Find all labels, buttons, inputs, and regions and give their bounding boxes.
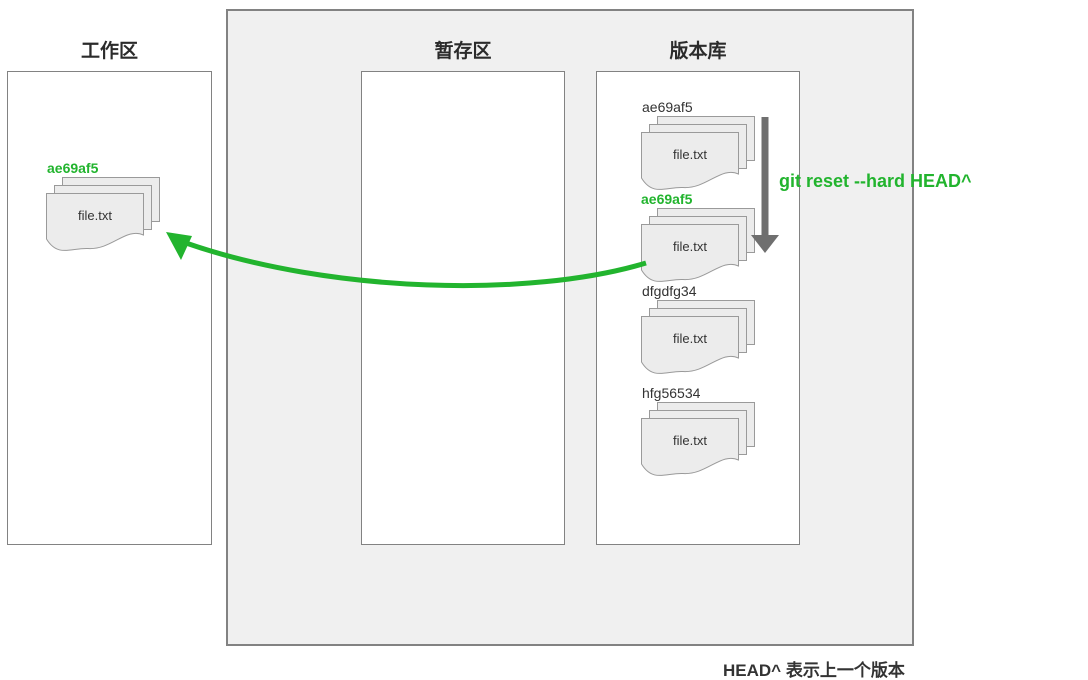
working-file-stack-icon: file.txt	[46, 177, 160, 251]
working-file-name: file.txt	[78, 208, 112, 223]
repo-commit-hash: hfg56534	[642, 385, 701, 401]
staging-area-title: 暂存区	[434, 41, 492, 62]
repo-commit-file-stack-icon: file.txt	[641, 208, 755, 282]
repo-commit-file-name: file.txt	[673, 331, 707, 346]
repo-commit-file-stack-icon: file.txt	[641, 402, 755, 476]
git-command-label: git reset --hard HEAD^	[779, 171, 972, 191]
working-commit-hash: ae69af5	[47, 160, 99, 176]
repo-commit-file-stack-icon: file.txt	[641, 300, 755, 374]
staging-area-box	[361, 71, 565, 545]
repo-commit-hash-highlighted: ae69af5	[641, 191, 693, 207]
repo-commit-file-name: file.txt	[673, 433, 707, 448]
repo-commit-file-name: file.txt	[673, 147, 707, 162]
working-area-title: 工作区	[80, 41, 138, 62]
repo-outer-box	[226, 9, 914, 646]
head-caret-footnote: HEAD^ 表示上一个版本	[723, 661, 905, 680]
repository-title: 版本库	[669, 41, 727, 62]
repo-commit-hash: ae69af5	[642, 99, 693, 115]
repo-commit-hash: dfgdfg34	[642, 283, 697, 299]
working-area-box	[7, 71, 212, 545]
repo-commit-file-name: file.txt	[673, 239, 707, 254]
repo-commit-file-stack-icon: file.txt	[641, 116, 755, 190]
